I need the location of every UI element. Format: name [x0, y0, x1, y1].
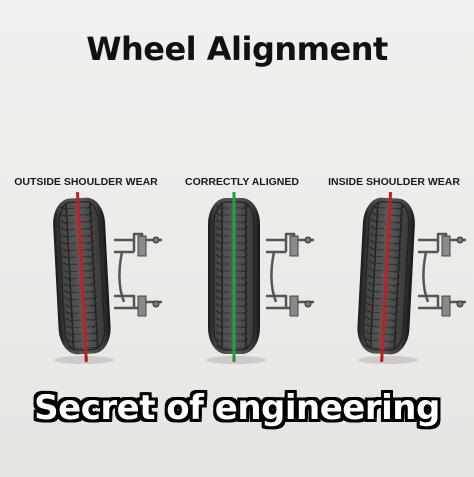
tire	[357, 192, 415, 362]
label-inside-shoulder-wear: INSIDE SHOULDER WEAR	[328, 176, 460, 188]
wheel-correctly-aligned	[204, 192, 344, 367]
label-correctly-aligned: CORRECTLY ALIGNED	[185, 176, 299, 188]
alignment-line	[380, 192, 393, 362]
label-outside-shoulder-wear: OUTSIDE SHOULDER WEAR	[14, 176, 158, 188]
suspension-bracket	[266, 232, 314, 317]
wheel-drawing	[206, 192, 314, 364]
alignment-line	[75, 192, 88, 362]
wheel-outside-shoulder-wear	[52, 192, 192, 367]
suspension-bracket	[114, 232, 162, 317]
suspension-bracket	[418, 232, 466, 317]
tire	[53, 192, 111, 362]
tire	[208, 192, 260, 362]
page-title: Wheel Alignment	[86, 30, 388, 68]
wheel-inside-shoulder-wear	[356, 192, 474, 367]
caption-text: Secret of engineering	[34, 388, 440, 428]
wheel-drawing	[357, 192, 466, 364]
wheel-drawing	[53, 192, 162, 364]
